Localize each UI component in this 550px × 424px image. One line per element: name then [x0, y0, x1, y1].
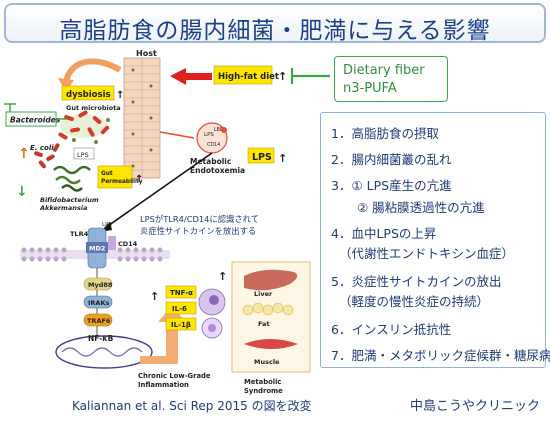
intestinal-wall: [123, 57, 161, 179]
svg-text:Bacteroides: Bacteroides: [10, 116, 61, 125]
lps-complex: LPS LBP CD14: [196, 122, 228, 154]
list-item: 5．炎症性サイトカインの放出: [331, 274, 502, 289]
host-label: Host: [136, 49, 157, 58]
il1b-box: [165, 317, 197, 331]
svg-text:NF-κB: NF-κB: [88, 334, 114, 343]
n3-pufa-label: n3-PUFA: [343, 81, 397, 96]
list-item: 6．インスリン抵抗性: [331, 322, 452, 337]
fat-cells: [242, 302, 294, 316]
svg-text:LPS: LPS: [77, 151, 89, 159]
svg-text:LPS: LPS: [102, 222, 112, 228]
e-coli-cluster: [34, 143, 60, 169]
high-fat-label-box: [213, 65, 273, 85]
high-fat-label: High-fat diet: [218, 72, 279, 82]
svg-text:↑: ↑: [150, 290, 159, 303]
annotation-line1: LPSがTLR4/CD14に認識されて: [140, 214, 259, 224]
inflammation-label1: Chronic Low-Grade: [138, 372, 211, 380]
list-item: 2．腸内細菌叢の乱れ: [331, 152, 452, 167]
lps-small-box: [73, 147, 95, 160]
high-fat-arrow: [170, 68, 212, 85]
list-item: 1．高脂肪食の摂取: [331, 126, 439, 141]
svg-text:LPS: LPS: [252, 152, 272, 163]
list-item: ② 腸粘膜透過性の亢進: [357, 200, 485, 215]
tlr4-label: TLR4: [70, 230, 89, 238]
iraks-box: [83, 295, 113, 309]
metabolic-endotoxemia: Metabolic: [190, 157, 231, 166]
il6-box: [165, 301, 197, 315]
dietary-fiber-box: Dietary fiber n3-PUFA: [334, 56, 448, 102]
svg-text:LPS: LPS: [204, 132, 214, 138]
svg-text:CD14: CD14: [207, 142, 220, 148]
syndrome-label1: Metabolic: [244, 378, 281, 386]
svg-text:↑: ↑: [278, 152, 287, 165]
svg-text:IRAKs: IRAKs: [88, 299, 109, 307]
svg-text:Liver: Liver: [254, 290, 273, 298]
svg-text:dysbiosis: dysbiosis: [66, 90, 111, 100]
liver-shape: [244, 269, 298, 291]
lps-arrow: [159, 131, 195, 139]
svg-text:Fat: Fat: [258, 320, 270, 328]
svg-text:IL-1β: IL-1β: [171, 321, 191, 329]
svg-text:Myd88: Myd88: [88, 281, 113, 289]
bacteria-cluster: [58, 110, 110, 144]
list-item: （軽度の慢性炎症の持続）: [339, 294, 490, 309]
svg-text:Bifidobacterium: Bifidobacterium: [40, 196, 99, 204]
title-banner: 高脂肪食の腸内細菌・肥満に与える影響: [4, 3, 546, 44]
md2-box: [86, 242, 108, 253]
muscle-shape: [244, 339, 298, 349]
clinic-name: 中島こうやクリニック: [410, 399, 541, 414]
up-arrow-ecoli: ↑: [18, 146, 30, 162]
syndrome-label2: Syndrome: [244, 387, 283, 395]
list-item: （代謝性エンドトキシン血症）: [339, 246, 515, 261]
svg-text:IL-6: IL-6: [172, 305, 187, 313]
annotation-line2: 炎症性サイトカインを放出する: [140, 226, 256, 236]
dysbiosis-box: [61, 85, 115, 101]
svg-text:Gut microbiota: Gut microbiota: [66, 104, 121, 112]
cycle-arrow: [63, 58, 122, 83]
traf6-box: [83, 313, 113, 327]
svg-text:Akkermansia: Akkermansia: [39, 204, 87, 212]
tnf-box: [165, 285, 197, 299]
macrophage: [198, 288, 226, 339]
list-item: 7．肥満・メタボリック症候群・糖尿病: [331, 348, 550, 363]
inflammation-label2: Inflammation: [138, 381, 189, 389]
lps-big-box: [247, 147, 275, 164]
svg-text:E. coli: E. coli: [30, 144, 54, 152]
lps-to-receptor-arrow: [104, 152, 213, 229]
svg-text:↑: ↑: [116, 90, 124, 101]
down-arrow-bifido: ↓: [16, 184, 28, 200]
page-title: 高脂肪食の腸内細菌・肥満に与える影響: [59, 18, 491, 44]
svg-text:TRAF6: TRAF6: [87, 317, 111, 325]
gut-permeability-box: [97, 165, 133, 189]
steps-list: 1．高脂肪食の摂取 2．腸内細菌叢の乱れ 3．① LPS産生の亢進 ② 腸粘膜透…: [320, 112, 550, 368]
svg-text:Gut: Gut: [101, 171, 113, 177]
svg-text:CD14: CD14: [118, 240, 138, 248]
mechanism-figure: Host High-fat diet ↑ dysbiosis ↑ Gut mic…: [0, 44, 334, 420]
bifidobacterium-cluster: [53, 165, 91, 192]
dietary-fiber-label: Dietary fiber: [343, 63, 425, 78]
myd88-box: [83, 277, 113, 291]
up-arrow-diet: ↑: [278, 70, 287, 83]
svg-text:Permeability: Permeability: [101, 179, 143, 185]
svg-text:↑: ↑: [135, 174, 143, 185]
cd14-box: [108, 236, 116, 250]
svg-text:Endotoxemia: Endotoxemia: [190, 166, 245, 175]
list-item: 4．血中LPSの上昇: [331, 226, 437, 241]
svg-text:LBP: LBP: [214, 127, 223, 133]
svg-text:TNF-α: TNF-α: [170, 289, 193, 297]
svg-text:MD2: MD2: [89, 245, 105, 253]
source-citation: Kaliannan et al. Sci Rep 2015 の図を改変: [72, 399, 312, 413]
list-item: 3．① LPS産生の亢進: [331, 178, 452, 193]
svg-text:↑: ↑: [218, 270, 227, 283]
nucleus: [55, 335, 153, 369]
svg-text:Muscle: Muscle: [254, 358, 280, 366]
